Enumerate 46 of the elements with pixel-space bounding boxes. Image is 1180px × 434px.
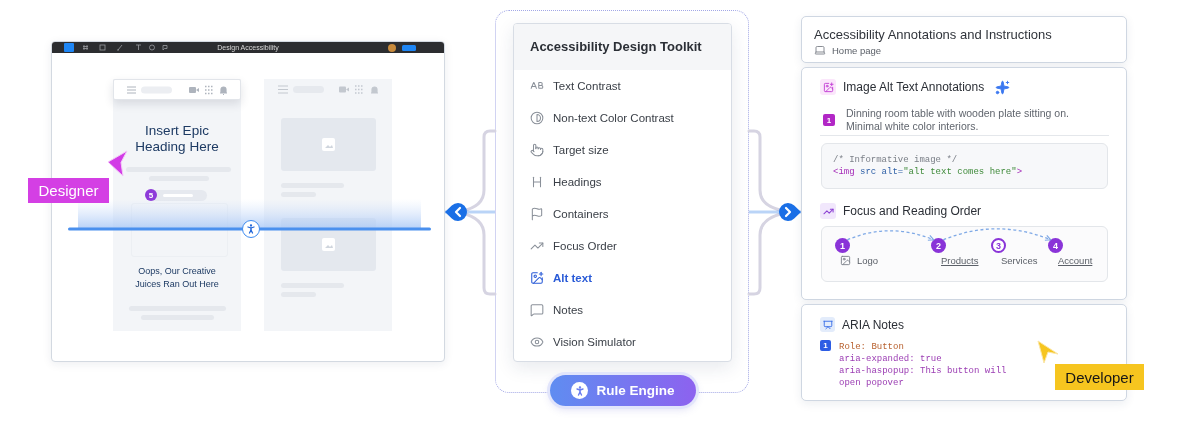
nav-item-label: Services — [1001, 255, 1038, 266]
card-title: Accessibility Annotations and Instructions — [814, 27, 1052, 42]
curved-arrow — [942, 228, 1052, 241]
section-heading: Image Alt Text Annotations — [843, 80, 985, 94]
code-line: aria-haspopup: This button will open popover — [839, 365, 1008, 389]
step-number-circle: 1 — [835, 238, 850, 253]
focus-order-panel — [821, 226, 1108, 282]
code-line: /* Informative image */ — [833, 154, 958, 166]
menu-item: Notes — [553, 304, 584, 316]
menu-item: Target size — [553, 144, 609, 156]
pill-label: Rule Engine — [596, 383, 675, 398]
code-block — [821, 143, 1108, 189]
page-label: Home page — [832, 44, 882, 56]
section-heading: Focus and Reading Order — [843, 204, 982, 218]
section-heading: ARIA Notes — [842, 317, 905, 332]
chevron-connector — [443, 201, 495, 223]
code-line: <img src alt="alt text comes here"> — [833, 166, 1023, 178]
step-number-circle: 3 — [991, 238, 1006, 253]
nav-link: Account — [1058, 255, 1093, 266]
menu-title: Accessibility Design Toolkit — [530, 39, 702, 54]
code-line: Role: Button — [839, 341, 904, 353]
nav-link: Products — [941, 255, 979, 266]
step-number-circle: 2 — [931, 238, 946, 253]
step-number-circle: 4 — [1048, 238, 1063, 253]
mockup-heading: Insert Epic Heading Here — [134, 123, 220, 155]
page-header-card — [801, 16, 1127, 63]
menu-item: Headings — [553, 176, 602, 188]
menu-item: Non-text Color Contrast — [553, 112, 674, 124]
role-tag: Developer — [1055, 364, 1144, 390]
number-badge: 1 — [820, 340, 831, 351]
engine-pill — [550, 375, 696, 406]
code-line: aria-expanded: true — [839, 353, 942, 365]
nav-item-label: Logo — [857, 255, 879, 266]
menu-item: Containers — [553, 208, 609, 220]
menu-item: Vision Simulator — [553, 336, 636, 348]
toolkit-menu-card — [513, 23, 732, 362]
menu-item: Focus Order — [553, 240, 617, 252]
chevron-connector — [749, 201, 803, 223]
mockup-caption: Oops, Our Creative Juices Ran Out Here — [134, 265, 220, 291]
menu-item: Text Contrast — [553, 80, 621, 92]
role-tag: Designer — [28, 178, 109, 203]
menu-item: Alt text — [553, 272, 592, 284]
annotation-card — [801, 67, 1127, 300]
number-badge: 1 — [823, 114, 835, 126]
curved-arrow — [846, 230, 935, 241]
alt-text-description: Dinning room table with wooden plate sitting on. Minimal white color interiors. — [846, 107, 1070, 133]
